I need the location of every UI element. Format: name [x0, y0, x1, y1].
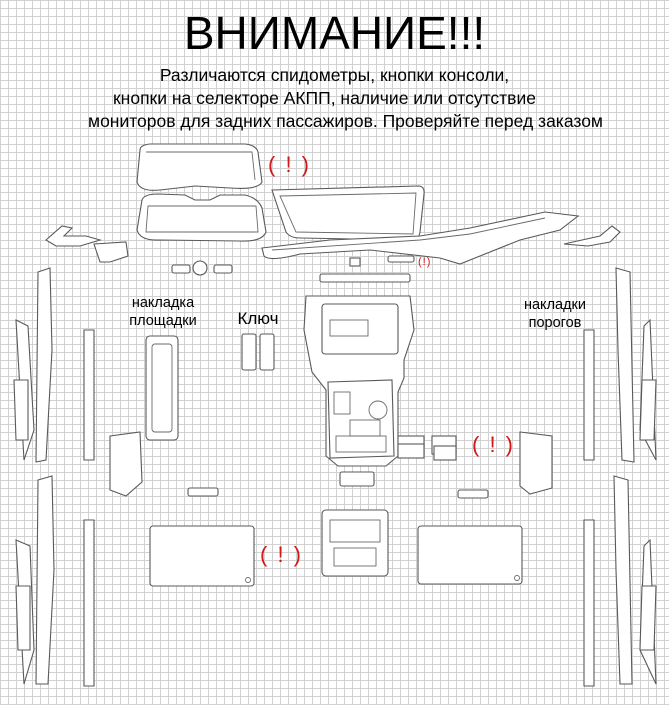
console-buttons-warning-mark: ( ! ) — [472, 432, 515, 457]
platform-trim-label: накладка площадки — [118, 294, 208, 330]
center-console-film — [303, 295, 415, 487]
sills-label-line-2: порогов — [528, 315, 582, 331]
dashboard-trim-strip — [261, 211, 580, 265]
rear-monitor-films — [149, 525, 523, 587]
subtitle-line-2: кнопки на селекторе АКПП, наличие или от… — [113, 88, 536, 108]
right-door-trims — [583, 267, 657, 687]
key-film — [241, 333, 275, 371]
subtitle-line-1: Различаются спидометры, кнопки консоли, — [159, 65, 510, 85]
platform-label-line-2: площадки — [129, 313, 197, 329]
dashboard-warning-mark: ( ! ) — [268, 152, 311, 177]
key-label: Ключ — [237, 309, 279, 328]
door-handle-films — [109, 431, 553, 499]
central-display-film — [271, 185, 425, 241]
left-door-trims — [13, 267, 95, 687]
instrument-cluster-film — [136, 143, 267, 242]
platform-trim-film — [145, 335, 179, 441]
rear-monitors-warning-mark: ( ! ) — [260, 542, 303, 567]
small-controls-row — [171, 255, 415, 283]
left-dash-trims — [45, 225, 129, 263]
warning-subtitle: Различаются спидометры, кнопки консоли, … — [0, 64, 669, 133]
sills-label-line-1: накладки — [523, 297, 586, 313]
subtitle-line-3: мониторов для задних пассажиров. Проверя… — [88, 111, 603, 131]
warning-title: ВНИМАНИЕ!!! — [183, 7, 486, 59]
right-dash-trims — [563, 225, 621, 247]
platform-label-line-1: накладка — [131, 295, 195, 311]
sill-trims-label: накладки порогов — [510, 296, 600, 332]
console-button-blocks — [397, 435, 457, 461]
center-strip-warning-mark: (!) — [418, 256, 432, 268]
rear-console-film — [321, 509, 389, 577]
